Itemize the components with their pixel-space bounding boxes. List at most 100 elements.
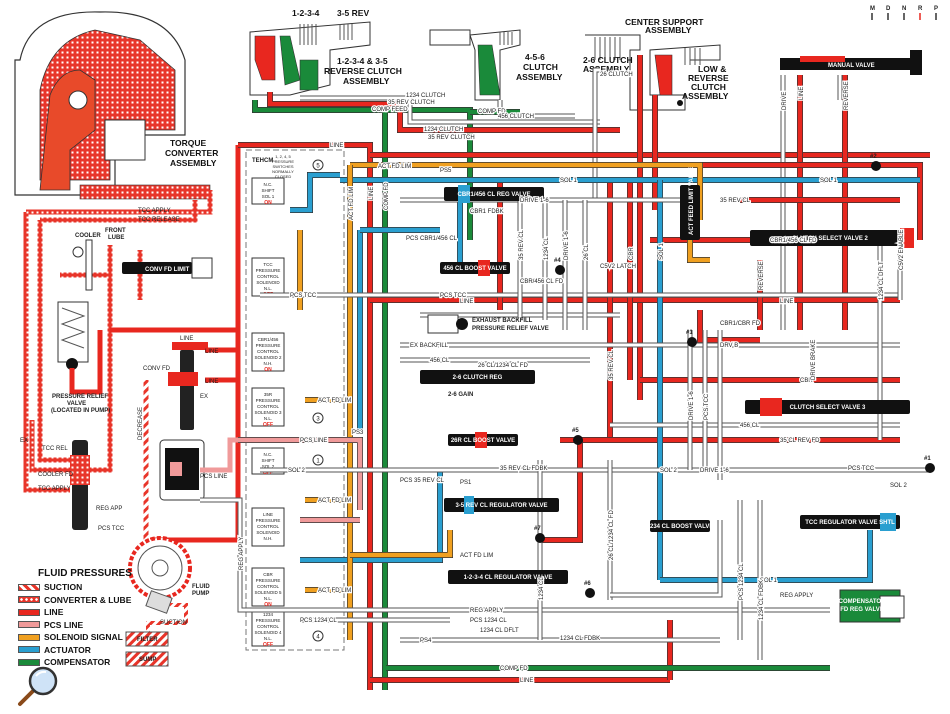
lbl-act-fd-lim-5: ACT FD LIM (318, 588, 351, 594)
solenoid-name-line: CONTROL (257, 349, 279, 354)
lbl-26-cl-1234-fd-v: 26 CL/1234 CL FD (609, 510, 615, 560)
26r-cl-boost-valve-label: 26R CL BOOST VALVE (451, 438, 515, 444)
pressure-switch-3 (312, 412, 324, 424)
legend-swatch (18, 596, 40, 604)
clutch-1234-35rev-label-1: 1-2-3-4 & 3-5 (337, 56, 388, 66)
magnifier-icon[interactable] (16, 664, 60, 708)
legend-title: FLUID PRESSURES (38, 568, 132, 579)
lbl-act-fd-lim-v: ACT FD LIM (349, 187, 355, 220)
lbl-pcs-cbr1-456: PCS CBR1/456 CL (406, 236, 458, 242)
checkball-7 (925, 463, 935, 473)
front-lube-label-1: FRONT (105, 228, 126, 234)
line-vertical-main (238, 142, 373, 690)
torque-converter-label-1: TORQUE (170, 138, 207, 148)
solenoid-name-line: SOLENOID 3 (254, 410, 282, 415)
solenoid-state: OFF (263, 422, 273, 428)
checkball-label-5: #6 (584, 581, 591, 587)
pcs-35-rev-cl (300, 470, 443, 563)
lbl-act-fd-lim: ACT FD LIM (378, 164, 411, 170)
lbl-35-rev-cl-v: 35 REV CL (519, 229, 525, 260)
solenoid-name-line: PRESSURE (256, 618, 281, 623)
pressure-relief-label-3: (LOCATED IN PUMP) (51, 408, 110, 414)
solenoid-state: OFF (263, 470, 273, 476)
lbl-drv-b: DRV B (720, 343, 738, 349)
checkball-6 (535, 533, 545, 543)
lbl-456-clutch: 456 CLUTCH (498, 114, 534, 120)
lbl-35-rev-clutch-2: 35 REV CLUTCH (428, 135, 475, 141)
lbl-c5v2-enable: C5V2 ENABLE (899, 230, 905, 270)
center-support-label-2: ASSEMBLY (645, 25, 692, 35)
solenoid-name-line: SOL 1 (262, 194, 275, 199)
lbl-reverse-manual: REVERSE (844, 81, 850, 110)
legend-swatch (18, 646, 40, 654)
clutch-select-valve-3 (745, 400, 910, 414)
low-reverse-label-3: CLUTCH (691, 82, 726, 92)
pcs-line-passage (200, 437, 300, 473)
clutch-456-label-2: CLUTCH (523, 62, 558, 72)
solenoid-name-line: 35R (264, 392, 273, 397)
lbl-reg-apply-2: REG APPLY (780, 593, 813, 599)
legend-label: PCS LINE (44, 619, 84, 630)
lbl-sol1-bottom: SOL 1 (760, 578, 777, 584)
checkball-label-6: #7 (534, 526, 541, 532)
pcs-line-label-1: PCS LINE (200, 474, 227, 480)
pressure-switch-5 (312, 159, 324, 171)
legend-item-converter-lube: CONVERTER & LUBE (18, 594, 132, 607)
passage-tcc-apply-2: TCC APPLY (38, 486, 71, 492)
act-feed-limit-valve (680, 185, 700, 240)
ex-label-2: EX (200, 394, 208, 400)
checkball-2 (871, 161, 881, 171)
lbl-35-cl-rev-fd: 35 CL REV FD (780, 438, 820, 444)
filter-label: FILTER (137, 637, 158, 643)
solenoid-name-line: CBR (263, 572, 273, 577)
manual-valve-label: MANUAL VALVE (828, 63, 875, 69)
tcc-regulator-valve-shtl-label: TCC REGULATOR VALVE SHTL (805, 520, 895, 526)
clutch-1234-35rev-label-2: REVERSE CLUTCH (324, 66, 402, 76)
act-fd-lim-35 (350, 530, 453, 558)
solenoid-name-line: N.C. (264, 182, 273, 187)
low-reverse-label-1: LOW & (698, 64, 726, 74)
lbl-ps1: PS1 (460, 480, 472, 486)
legend-label: SOLENOID SIGNAL (44, 632, 123, 643)
passage-tcc-release: TCC RELEASE (138, 217, 180, 223)
lbl-line-v: LINE (369, 187, 375, 200)
lbl-pcs-tcc-right: PCS TCC (848, 466, 875, 472)
exhaust-backfill-label-2: PRESSURE RELIEF VALVE (472, 326, 549, 332)
lbl-comp-feed: COMP FEED (372, 107, 408, 113)
lbl-cbr1-456-cl-fd: CBR1/456 CL FD (770, 238, 817, 244)
lbl-line-top: LINE (330, 143, 343, 149)
solenoid-name-line: SOLENOID 5 (254, 590, 282, 595)
solenoid-name-line: PRESSURE (256, 398, 281, 403)
lbl-sol1-v: SOL 1 (659, 243, 665, 260)
filter (125, 631, 169, 647)
legend-label: SUCTION (44, 582, 83, 593)
solenoid-name-line: CONTROL (257, 274, 279, 279)
lbl-cbr1-cbr-fd: CBR1/CBR FD (720, 321, 761, 327)
checkball-label-4: #5 (572, 428, 579, 434)
solenoid-name-line: CONTROL (257, 524, 279, 529)
solenoid-name-line: SOL 2 (262, 464, 275, 469)
sol1-tehcm (290, 172, 340, 213)
lbl-ps4: PS4 (420, 638, 432, 644)
act-feed-limit-label: ACT FEED LIMIT VALVE (689, 167, 695, 235)
lbl-act-fd-lim-4: ACT FD LIM (318, 498, 351, 504)
clutch-1234-top-label: 1-2-3-4 (292, 8, 320, 18)
lbl-drive-16-lower: DRIVE 1-6 (700, 468, 729, 474)
compensator-spring (879, 595, 905, 619)
solenoid-name-line: SOLENOID (256, 280, 280, 285)
decrease-label: DECREASE (138, 407, 144, 440)
legend-label: COMPENSATOR (44, 657, 111, 668)
lbl-drive-brake: DRIVE BRAKE (811, 340, 817, 380)
tcc-control-valve (70, 440, 90, 530)
solenoid-name-line: N.L. (264, 596, 272, 601)
solenoid-state: ON (264, 367, 272, 373)
line-label-2: LINE (205, 379, 218, 385)
lbl-1234-cl-fdbk: 1234 CL FDBK (560, 636, 600, 642)
passage-pcs-tcc: PCS TCC (98, 526, 125, 532)
legend-label: ACTUATOR (44, 644, 91, 655)
